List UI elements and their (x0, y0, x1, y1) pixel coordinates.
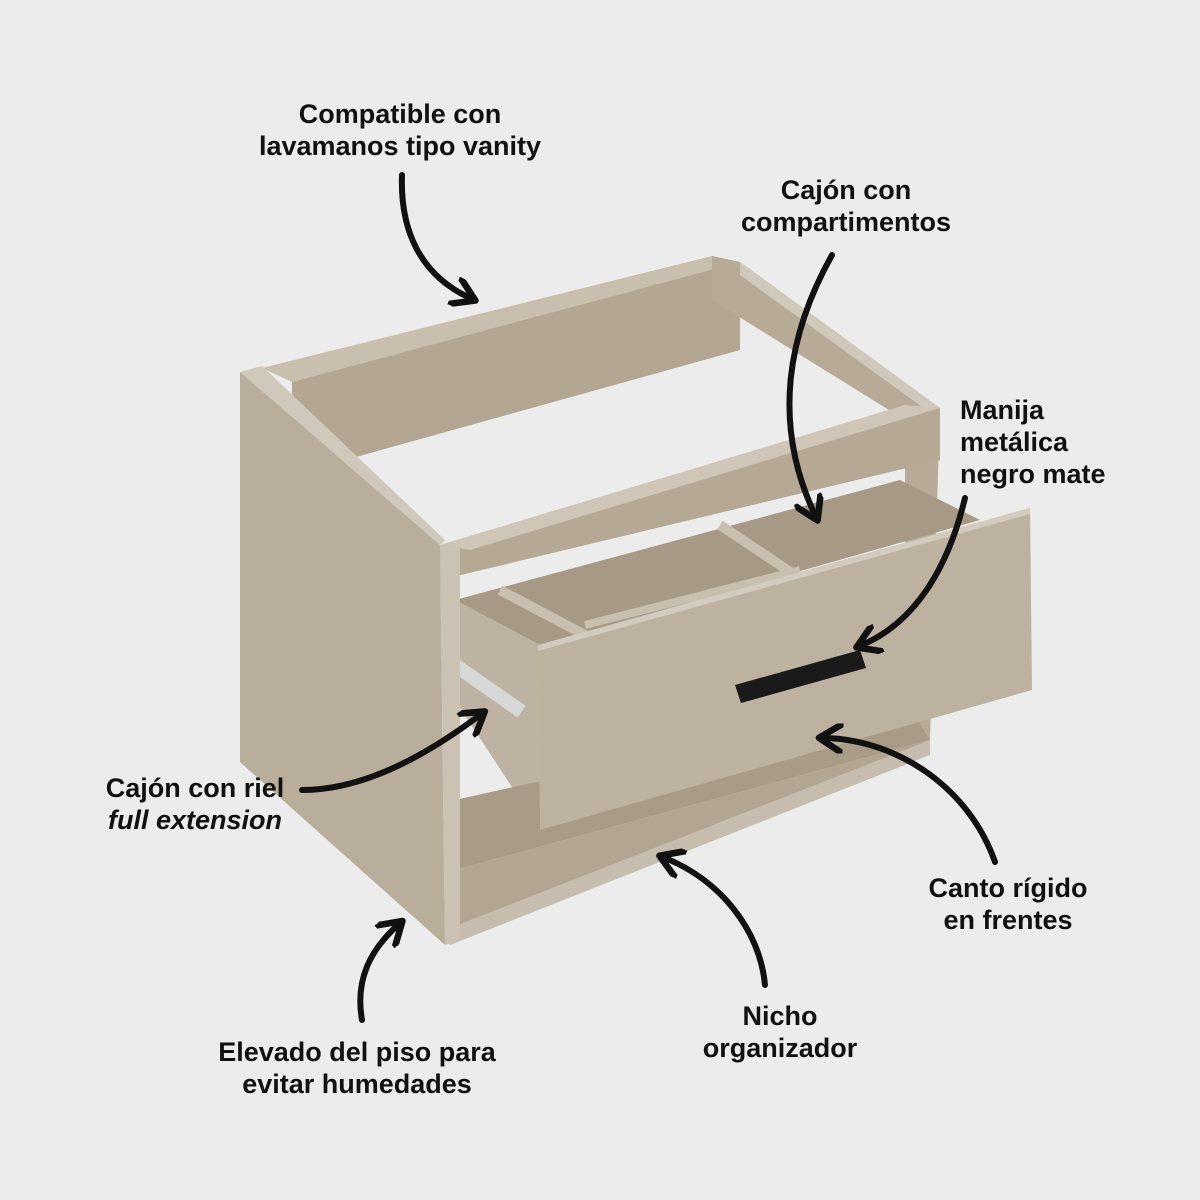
back-top-edge (262, 256, 740, 382)
label-full-extension-rail: Cajón con riel full extension (106, 772, 285, 836)
label-line: evitar humedades (242, 1069, 472, 1099)
drawer-interior (455, 480, 980, 645)
label-line: metálica (960, 427, 1069, 457)
label-line: Canto rígido (928, 873, 1088, 903)
arrow-rail (299, 715, 480, 793)
label-metal-handle: Manija metálica negro mate (960, 394, 1106, 490)
label-line: Manija (960, 395, 1045, 425)
label-line: lavamanos tipo vanity (258, 131, 542, 161)
back-rail (292, 262, 740, 460)
left-side-panel (240, 372, 445, 945)
label-vanity-compatible: Compatible con lavamanos tipo vanity (259, 98, 541, 162)
label-line: organizador (702, 1033, 858, 1063)
arrow-vanity (398, 172, 470, 298)
label-line: Cajón con (780, 175, 912, 205)
label-niche: Nicho organizador (703, 1000, 858, 1064)
arrow-elevated (357, 925, 398, 1023)
arrow-niche (665, 858, 768, 988)
arrow-compartments (786, 252, 835, 515)
drawer-divider (497, 585, 588, 640)
label-line: Compatible con (298, 99, 502, 129)
drawer-front (538, 508, 1032, 830)
label-line: Cajón con riel (105, 773, 285, 803)
drawer-handle (735, 650, 866, 703)
arrow-handle (862, 495, 968, 645)
label-elevated: Elevado del piso para evitar humedades (218, 1036, 496, 1100)
label-line: Nicho (742, 1001, 818, 1031)
full-extension-rail (451, 659, 526, 718)
label-line: negro mate (960, 459, 1106, 489)
label-line: full extension (107, 805, 283, 835)
label-line: Elevado del piso para (218, 1037, 496, 1067)
label-line: compartimentos (740, 207, 952, 237)
label-rigid-edge: Canto rígido en frentes (929, 872, 1088, 936)
label-drawer-compartments: Cajón con compartimentos (741, 174, 951, 238)
label-line: en frentes (943, 905, 1073, 935)
arrows (299, 172, 998, 1023)
arrow-edge (825, 738, 998, 865)
drawer-side (455, 600, 540, 830)
front-rail (440, 408, 940, 580)
cabinet (240, 256, 1032, 945)
